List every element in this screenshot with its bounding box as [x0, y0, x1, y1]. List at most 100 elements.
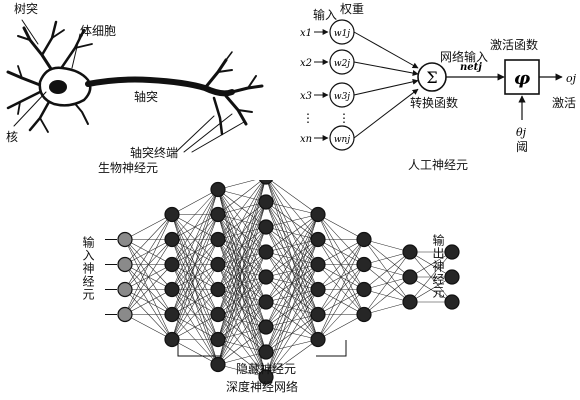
weight-1-label: w1j: [334, 29, 350, 39]
weight-ellipsis: ⋮: [338, 111, 350, 125]
weight-2-label: w2j: [334, 59, 350, 69]
hidden-neuron: [210, 306, 226, 323]
input-ellipsis: ⋮: [302, 111, 314, 125]
network-edge: [265, 314, 319, 378]
axon-label: 轴突: [134, 90, 159, 104]
network-edge: [265, 201, 319, 215]
network-edge: [409, 276, 453, 303]
network-edge: [124, 314, 173, 340]
network-edge: [217, 326, 267, 365]
output-neuron: [444, 294, 460, 310]
network-edge: [265, 214, 319, 228]
network-edge: [217, 180, 265, 265]
hidden-neuron: [164, 306, 180, 323]
network-edge: [217, 351, 267, 365]
hidden-neuron: [258, 319, 274, 335]
network-edge: [265, 214, 319, 378]
input-3-label: x3: [300, 91, 312, 102]
network-edge: [265, 264, 319, 378]
network-edge: [124, 214, 173, 315]
output-neurons-label: 输出神经元: [431, 234, 445, 299]
network-edge: [265, 214, 319, 253]
network-edge: [217, 364, 267, 378]
phi-symbol: φ: [514, 68, 531, 89]
biological-neuron-drawing: [6, 19, 264, 153]
hidden-neuron: [164, 256, 180, 273]
input-label: 输入: [313, 8, 338, 22]
network-edge: [317, 214, 365, 240]
network-edge: [317, 264, 365, 340]
hidden-neuron: [356, 256, 372, 273]
network-edge: [217, 251, 267, 365]
hidden-neuron: [310, 281, 326, 298]
network-edge: [171, 214, 219, 340]
hidden-neuron: [310, 231, 326, 248]
network-edge: [124, 214, 173, 290]
network-edge: [171, 189, 219, 340]
hidden-neuron: [210, 181, 226, 198]
network-edge: [317, 239, 365, 265]
network-edge: [265, 214, 319, 353]
network-edge: [171, 314, 219, 340]
hidden-neuron: [258, 369, 274, 385]
network-edge: [268, 180, 319, 240]
input-neuron: [117, 306, 133, 323]
hidden-neuron: [258, 344, 274, 360]
input-neuron: [117, 281, 133, 298]
network-edge: [217, 180, 256, 190]
output-symbol: oj: [566, 72, 577, 85]
network-edge: [363, 276, 411, 315]
network-edge: [409, 251, 453, 278]
network-edge: [217, 180, 266, 340]
network-edge: [363, 239, 411, 253]
hidden-neuron: [258, 194, 274, 210]
hidden-neuron: [210, 356, 226, 373]
network-edge: [363, 251, 411, 315]
hidden-neuron: [402, 244, 418, 260]
network-edge: [265, 339, 319, 378]
hidden-neuron: [164, 206, 180, 223]
net-symbol: netj: [460, 62, 482, 73]
weight-connection: [353, 78, 419, 96]
axon-terminal-label: 轴突终端: [130, 146, 179, 160]
weight-5-label: wnj: [334, 135, 351, 145]
network-edge: [124, 289, 173, 315]
deep-network-diagram: [105, 180, 460, 385]
input-5-label: xn: [300, 134, 312, 145]
network-edge: [171, 189, 219, 290]
network-edge: [265, 239, 319, 378]
input-2-label: x2: [300, 58, 312, 69]
hidden-neuron: [164, 231, 180, 248]
input-neuron: [117, 256, 133, 273]
output-neuron: [444, 244, 460, 260]
network-edge: [171, 189, 219, 240]
network-edge: [124, 214, 173, 265]
hidden-neuron: [258, 269, 274, 285]
network-edge: [265, 214, 319, 303]
network-edge: [217, 180, 266, 315]
network-edge: [217, 226, 267, 365]
input-1-label: x1: [300, 28, 312, 39]
transfer-function-label: 转换函数: [410, 96, 459, 110]
deep-network-caption: 深度神经网络: [226, 380, 299, 394]
sum-symbol: Σ: [426, 68, 437, 87]
network-edge: [171, 239, 219, 340]
weight-3-label: w3j: [334, 92, 350, 102]
nucleus-label: 核: [6, 130, 19, 144]
network-edge: [317, 239, 365, 340]
hidden-neuron: [402, 269, 418, 285]
artificial-neuron-caption: 人工神经元: [408, 158, 469, 172]
input-neurons-label: 输入神经元: [81, 236, 95, 301]
network-edge: [317, 289, 365, 340]
network-edge: [266, 180, 319, 315]
hidden-neuron: [210, 331, 226, 348]
network-edge: [217, 201, 267, 365]
network-edge: [217, 276, 267, 365]
biological-neuron-caption: 生物神经元: [98, 161, 159, 175]
hidden-neurons-label: 隐藏神经元: [236, 362, 297, 376]
dendrite-label: 树突: [14, 2, 39, 16]
network-edge: [171, 189, 219, 265]
network-edge: [265, 214, 319, 328]
hidden-neuron: [164, 281, 180, 298]
soma-label: 体细胞: [80, 24, 117, 38]
